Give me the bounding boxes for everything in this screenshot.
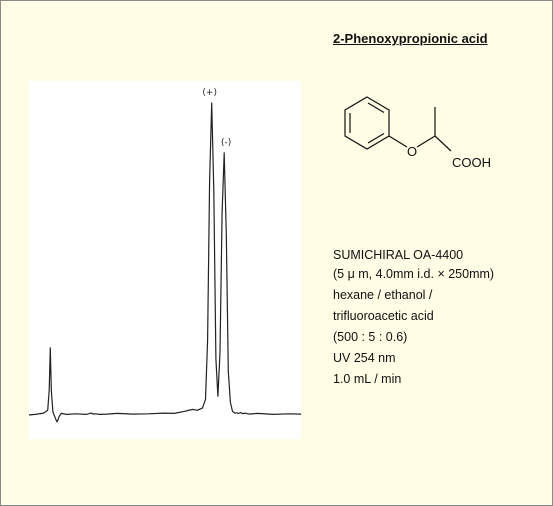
peak-label-plus: (+): [202, 88, 217, 98]
oxygen-atom-label: O: [407, 144, 417, 159]
compound-title: 2-Phenoxypropionic acid: [333, 31, 488, 46]
benzene-outer-ring: [344, 96, 390, 150]
mobile-phase-line-2: trifluoroacetic acid: [333, 309, 434, 323]
column-spec: (5 μ m, 4.0mm i.d. × 250mm): [333, 267, 495, 281]
benzene-inner-bond-1: [367, 102, 385, 114]
oxygen-ch-bond: [416, 135, 436, 148]
side-chain-bonds: [388, 107, 452, 152]
detection-wavelength: UV 254 nm: [333, 351, 396, 365]
peak-label-minus: (-): [221, 138, 231, 148]
carboxyl-group-label: COOH: [452, 155, 491, 170]
chromatogram-chart: (+) (-): [29, 88, 301, 423]
mobile-phase-line-1: hexane / ethanol /: [333, 288, 433, 302]
carboxyl-bond: [434, 135, 452, 152]
flow-rate: 1.0 mL / min: [333, 372, 402, 386]
ring-oxygen-bond: [388, 135, 408, 148]
mobile-phase-ratio: (500 : 5 : 0.6): [333, 330, 408, 344]
chromatogram-panel: (+) (-): [29, 81, 301, 439]
benzene-inner-bond-2: [367, 132, 385, 144]
chromatogram-trace: [29, 102, 301, 423]
column-name: SUMICHIRAL OA-4400: [333, 248, 464, 262]
chemical-structure-diagram: O COOH: [344, 96, 491, 170]
analysis-conditions: SUMICHIRAL OA-4400 (5 μ m, 4.0mm i.d. × …: [333, 247, 494, 390]
benzene-ring: [344, 96, 390, 150]
